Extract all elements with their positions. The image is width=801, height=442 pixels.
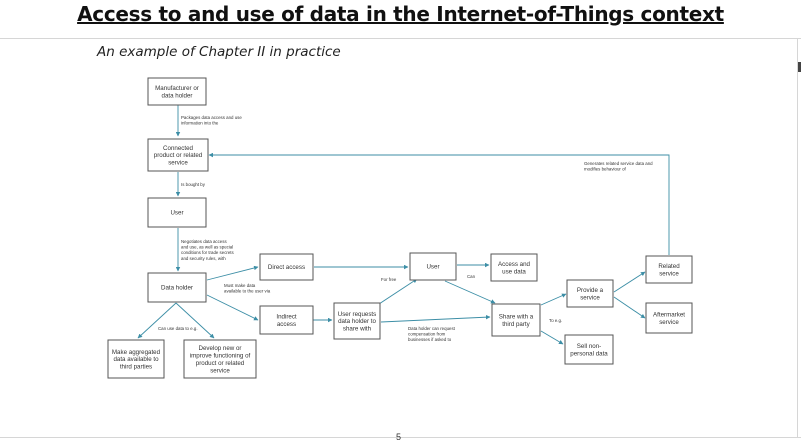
edge-data-holder-to-indirect [206,294,259,321]
page-number: 5 [396,432,402,442]
edge-user-to-share [444,280,496,304]
edge-labels: Packages data access and use information… [158,115,654,342]
slide-frame-bottom [0,437,801,438]
edge-label-for-free: For free [381,277,397,282]
edge-provide-to-aftermarket [613,296,646,319]
slide-title: Access to and use of data in the Interne… [77,2,724,26]
edge-share-to-sell [540,330,564,345]
edge-share-to-provide [540,293,567,306]
scrollbar-handle[interactable] [798,62,801,72]
edge-data-holder-to-aggregated [137,302,177,339]
node-data-holder: Data holder [147,272,207,303]
edge-label-must-make: Must make data available to the user via [224,283,271,294]
node-label: Sell non-personal data [570,343,608,357]
edge-label-bought: Is bought by [181,182,206,187]
node-user-mid: User [409,252,457,281]
edge-label-can: Can [467,274,476,279]
node-sell-data: Sell non-personal data [564,334,614,365]
edge-label-to-eg: To e.g. [549,318,562,323]
edge-label-packages: Packages data access and use information… [181,115,243,126]
node-user-top: User [147,197,207,228]
edges [137,105,670,345]
edge-data-holder-to-direct [206,265,259,281]
edge-provide-to-related [613,271,646,293]
edge-data-holder-to-develop [175,302,215,339]
edge-requests-to-user [378,278,418,305]
node-label: User [426,264,439,271]
edge-label-generates: Generates related service data and modif… [584,161,654,172]
slide-frame-top [0,38,801,39]
edge-label-can-use: Can use data to e.g. [158,326,198,331]
node-label: User [170,210,183,217]
edge-requests-to-share [380,314,491,323]
node-direct-access: Direct access [259,253,314,281]
slide-subtitle: An example of Chapter II in practice [97,44,341,60]
slide-frame-right [797,38,798,438]
edge-label-compensation: Data holder can request compensation fro… [408,326,456,342]
node-label: Direct access [268,264,305,271]
edge-related-to-product [208,152,670,255]
edge-label-negotiates: Negotiates data access and use, as well … [181,239,235,261]
node-label: Data holder [161,285,193,292]
